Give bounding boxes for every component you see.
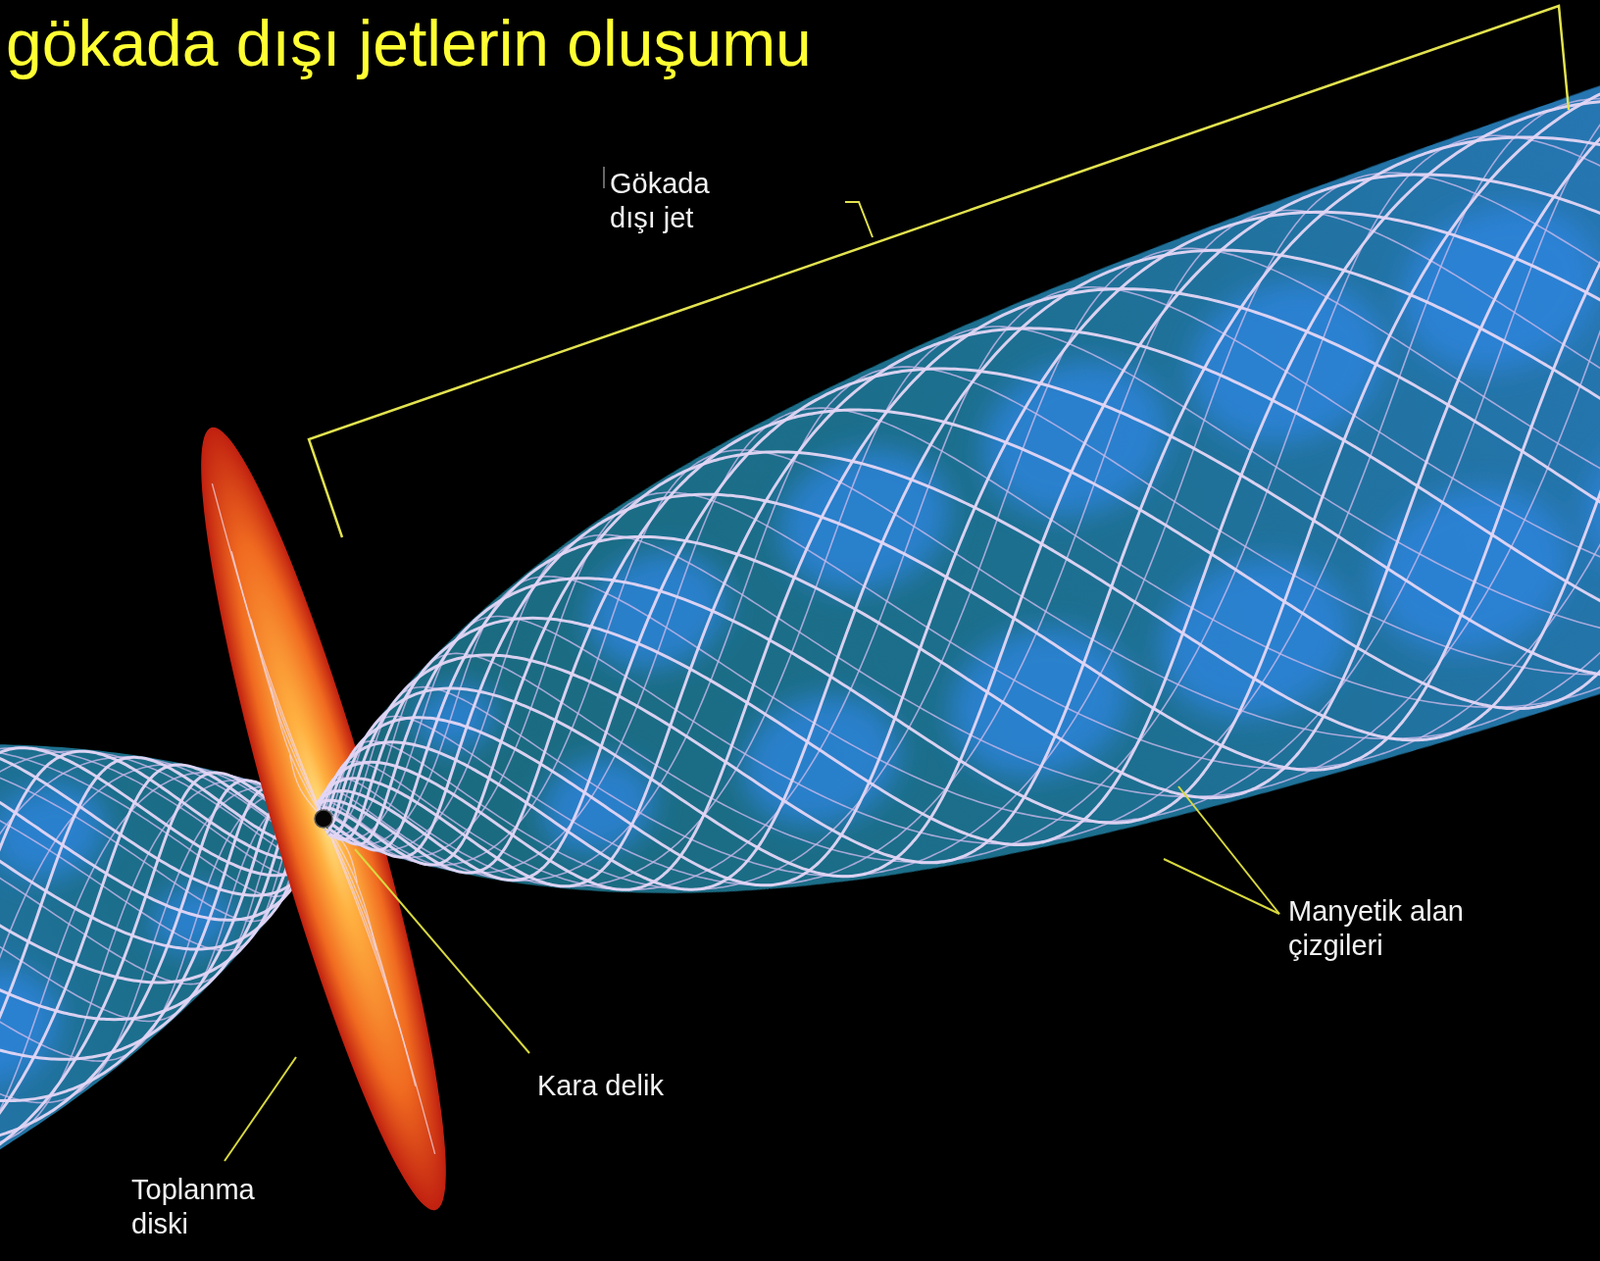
callout-label: Toplanma diski [131,1172,299,1242]
field-line [238,107,1600,1020]
field-line [263,180,1600,1077]
jet-bracket [308,5,1569,538]
title: gökada dışı jetlerin oluşumu [5,7,812,80]
callout-label: Kara delik [537,1068,734,1103]
black-hole [314,809,333,828]
disk-field-line [250,614,324,823]
bracket-tick [845,201,873,238]
field-line [257,165,1600,1081]
disk-field-line [269,683,324,824]
field-line [244,105,1600,1088]
field-line [248,125,1600,1071]
field-line [250,123,1600,1084]
field-line [232,83,1600,1069]
leader-line [224,1056,297,1161]
field-line [234,83,1600,1017]
leader-line [1178,786,1280,914]
disk-field-line [323,814,437,1158]
jet-body [228,58,1600,1096]
field-line [255,142,1600,1081]
leader-line [1163,858,1280,914]
jet-knot [528,743,669,869]
disk-field-line [210,479,324,823]
field-line [242,106,1600,1063]
field-line [233,70,1600,1046]
disk-field-line [230,547,324,823]
jet-knot [1379,180,1600,398]
leader-lines [224,5,1569,1161]
field-line [236,104,1600,1037]
callout-label: Gökada dışı jet [609,166,748,236]
field-line [233,73,1600,1016]
field-line [237,97,1600,1081]
field-line [245,106,1600,1088]
field-lines [230,63,1600,1090]
callout-label: Manyetik alan çizgileri [1288,894,1524,963]
jet-knot [0,950,76,1103]
field-line [248,111,1600,1086]
field-line [245,131,1600,1087]
field-line [240,113,1600,1089]
label-tick [602,166,605,189]
field-line [233,69,1600,1033]
field-line [249,128,1600,1075]
jet-group [228,58,1600,1096]
field-line [250,149,1600,1084]
leader-line [354,849,530,1053]
jet-knot [1139,534,1372,743]
field-line [234,75,1600,1056]
